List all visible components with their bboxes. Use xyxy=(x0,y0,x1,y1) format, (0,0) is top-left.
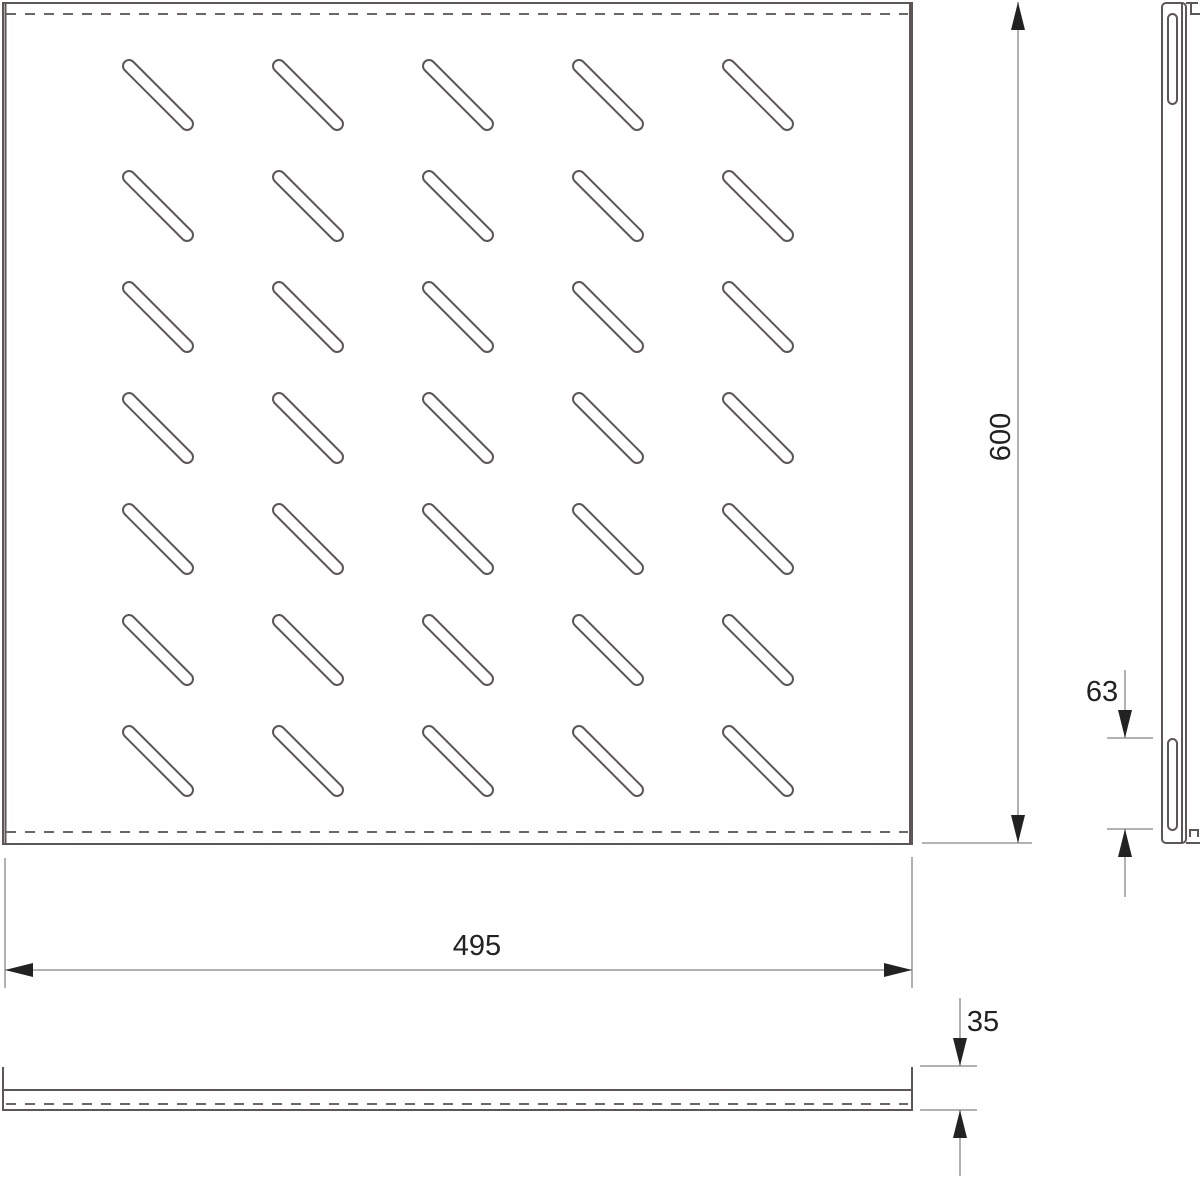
ventilation-slot xyxy=(122,614,194,686)
ventilation-slot xyxy=(722,392,794,464)
ventilation-slot xyxy=(422,59,494,131)
ventilation-slot xyxy=(272,503,344,575)
bottom-hook xyxy=(1186,829,1200,844)
top-view xyxy=(2,2,913,845)
ventilation-slot xyxy=(122,170,194,242)
slot-spacing-dimension: 63 xyxy=(1086,670,1153,897)
ventilation-slot xyxy=(122,59,194,131)
ventilation-slot xyxy=(272,170,344,242)
ventilation-slot xyxy=(422,281,494,353)
front-view xyxy=(2,1067,913,1111)
ventilation-slot xyxy=(122,725,194,797)
ventilation-slot xyxy=(722,281,794,353)
ventilation-slot xyxy=(272,392,344,464)
depth-label: 600 xyxy=(985,413,1017,461)
top-hook xyxy=(1186,2,1200,15)
ventilation-slot xyxy=(572,614,644,686)
ventilation-slot xyxy=(272,614,344,686)
ventilation-slot xyxy=(722,503,794,575)
width-dimension: 495 xyxy=(4,857,913,988)
arrow-up-icon xyxy=(1011,2,1025,30)
height-dimension: 35 xyxy=(920,998,999,1176)
arrow-down-icon xyxy=(953,1038,967,1066)
arrow-left-icon xyxy=(5,963,33,977)
side-profile xyxy=(1161,2,1187,844)
ventilation-slot xyxy=(572,59,644,131)
ventilation-slot xyxy=(572,281,644,353)
ventilation-slots xyxy=(122,59,794,797)
tray-profile xyxy=(2,1067,913,1111)
ventilation-slot xyxy=(722,59,794,131)
side-slot-bottom xyxy=(1167,738,1178,831)
slot-spacing-label: 63 xyxy=(1086,676,1118,708)
ventilation-slot xyxy=(272,281,344,353)
arrow-right-icon xyxy=(884,963,912,977)
arrow-up-icon xyxy=(953,1110,967,1138)
ventilation-slot xyxy=(722,170,794,242)
side-view xyxy=(1161,2,1200,844)
arrow-down-icon xyxy=(1118,710,1132,738)
ventilation-slot xyxy=(272,725,344,797)
ventilation-slot xyxy=(722,614,794,686)
ventilation-slot xyxy=(272,59,344,131)
arrow-up-icon xyxy=(1118,829,1132,857)
ventilation-slot xyxy=(572,725,644,797)
ventilation-slot xyxy=(122,281,194,353)
side-slot-top xyxy=(1167,13,1178,105)
arrow-down-icon xyxy=(1011,815,1025,843)
ventilation-slot xyxy=(572,503,644,575)
ventilation-slot xyxy=(422,503,494,575)
ventilation-slot xyxy=(422,614,494,686)
shelf-outline xyxy=(2,2,913,845)
width-label: 495 xyxy=(453,930,501,962)
ventilation-slot xyxy=(422,170,494,242)
depth-dimension: 600 xyxy=(922,2,1032,844)
ventilation-slot xyxy=(572,392,644,464)
ventilation-slot xyxy=(572,170,644,242)
ventilation-slot xyxy=(722,725,794,797)
ventilation-slot xyxy=(122,503,194,575)
ventilation-slot xyxy=(122,392,194,464)
height-label: 35 xyxy=(967,1006,999,1038)
ventilation-slot xyxy=(422,392,494,464)
ventilation-slot xyxy=(422,725,494,797)
